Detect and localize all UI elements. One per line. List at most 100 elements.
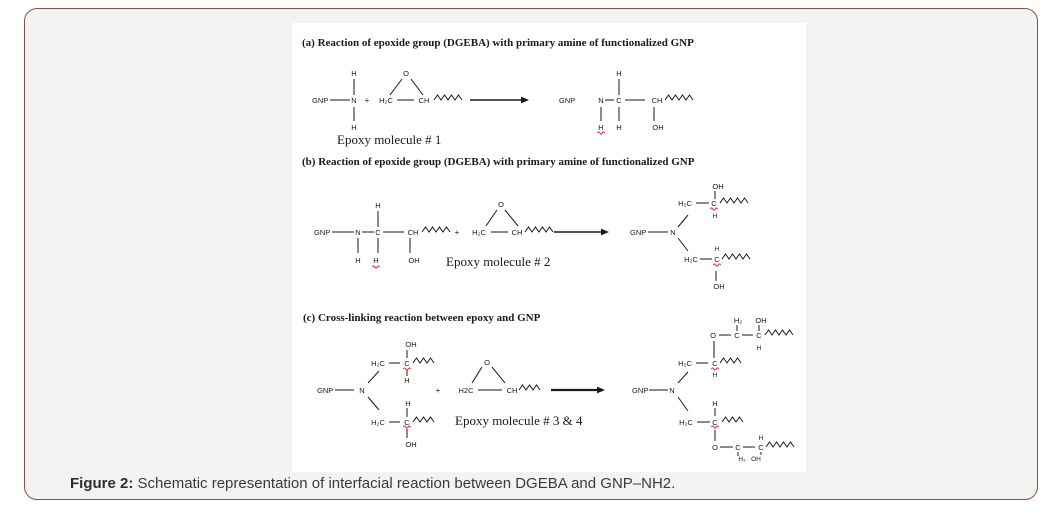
atom-label: H₂C — [371, 418, 385, 427]
reaction-arrow-head — [521, 96, 529, 104]
atom-label: H — [713, 213, 718, 220]
atom-label: C — [711, 199, 717, 208]
spellcheck-mark — [709, 207, 719, 211]
bond-line — [677, 371, 689, 384]
atom-label: GNP — [559, 96, 575, 105]
spellcheck-mark — [596, 131, 606, 135]
bond-line — [485, 209, 498, 227]
atom-label: C — [404, 418, 410, 427]
spellcheck-mark — [371, 265, 381, 269]
chain-squiggle — [524, 226, 554, 233]
bond-line — [389, 78, 403, 96]
atom-label: H₂C — [371, 359, 385, 368]
atom-label: N — [670, 228, 675, 237]
chain-squiggle — [421, 226, 451, 233]
section-a-heading: (a) Reaction of epoxide group (DGEBA) wi… — [302, 37, 694, 49]
bond-line — [367, 370, 380, 384]
figure-caption: Figure 2: Schematic representation of in… — [70, 475, 675, 492]
atom-label: C — [712, 418, 718, 427]
atom-label: H₂C — [472, 228, 486, 237]
chain-squiggle — [721, 416, 744, 423]
atom-label: H — [404, 376, 409, 385]
chain-squiggle — [765, 441, 795, 448]
atom-label: H — [616, 123, 621, 132]
atom-label: GNP — [314, 228, 330, 237]
atom-label: OH — [405, 340, 416, 349]
bond-line — [677, 214, 689, 228]
bond-line — [491, 366, 506, 384]
atom-label: O — [710, 331, 716, 340]
section-c-heading: (c) Cross-linking reaction between epoxy… — [303, 312, 541, 324]
atom-label: N — [359, 386, 364, 395]
atom-label: N — [355, 228, 360, 237]
atom-label: OH — [751, 456, 761, 463]
atom-label: CH — [512, 228, 523, 237]
figure-caption-label: Figure 2: — [70, 475, 134, 492]
bond-line — [471, 366, 483, 384]
chain-squiggle — [412, 416, 435, 423]
atom-label: N — [351, 96, 356, 105]
spellcheck-mark — [710, 367, 720, 371]
bond-line — [677, 396, 689, 412]
atom-label: C — [404, 359, 410, 368]
chain-squiggle — [664, 94, 694, 101]
atom-label: + — [365, 96, 370, 105]
chain-squiggle — [764, 329, 794, 336]
atom-label: C — [616, 96, 622, 105]
reaction-arrow-head — [597, 386, 605, 394]
atom-label: OH — [408, 256, 419, 265]
atom-label: H — [405, 399, 410, 408]
atom-label: OH — [755, 316, 766, 325]
molecule-note: Epoxy molecule # 1 — [337, 132, 441, 147]
atom-label: H — [757, 345, 762, 352]
section-b-heading: (b) Reaction of epoxide group (DGEBA) wi… — [302, 156, 695, 168]
atom-label: GNP — [312, 96, 328, 105]
atom-label: H₂C — [379, 96, 393, 105]
atom-label: GNP — [632, 386, 648, 395]
bond-line — [504, 209, 519, 227]
chain-squiggle — [721, 253, 751, 260]
atom-label: GNP — [317, 386, 333, 395]
atom-label: OH — [712, 182, 723, 191]
atom-label: OH — [652, 123, 663, 132]
bond-line — [677, 237, 689, 252]
atom-label: OH — [405, 440, 416, 449]
atom-label: CH — [652, 96, 663, 105]
spellcheck-mark — [712, 263, 722, 267]
molecule-note: Epoxy molecule # 2 — [446, 254, 550, 269]
atom-label: + — [455, 228, 460, 237]
atom-label: H — [351, 123, 356, 132]
atom-label: C — [375, 228, 381, 237]
atom-label: N — [669, 386, 674, 395]
spellcheck-mark — [402, 425, 412, 429]
atom-label: C — [756, 331, 762, 340]
atom-label: CH — [507, 386, 518, 395]
atom-label: H₂C — [679, 418, 693, 427]
chain-squiggle — [719, 357, 742, 364]
atom-label: C — [758, 443, 764, 452]
atom-label: CH — [408, 228, 419, 237]
atom-label: H — [598, 123, 603, 132]
atom-label: + — [436, 386, 441, 395]
atom-label: O — [498, 200, 504, 209]
atom-label: OH — [713, 282, 724, 291]
atom-label: N — [598, 96, 603, 105]
figure-caption-text: Schematic representation of interfacial … — [137, 475, 676, 492]
atom-label: H — [715, 246, 720, 253]
atom-label: C — [712, 359, 718, 368]
atom-label: H2C — [458, 386, 474, 395]
atom-label: H₂C — [678, 359, 692, 368]
chain-squiggle — [412, 357, 435, 364]
atom-label: H — [713, 372, 718, 379]
atom-label: O — [403, 69, 409, 78]
atom-label: H₂ — [734, 316, 742, 325]
atom-label: O — [484, 358, 490, 367]
molecule-note: Epoxy molecule # 3 & 4 — [455, 413, 583, 428]
atom-label: GNP — [630, 228, 646, 237]
atom-label: CH — [419, 96, 430, 105]
chain-squiggle — [518, 384, 541, 391]
